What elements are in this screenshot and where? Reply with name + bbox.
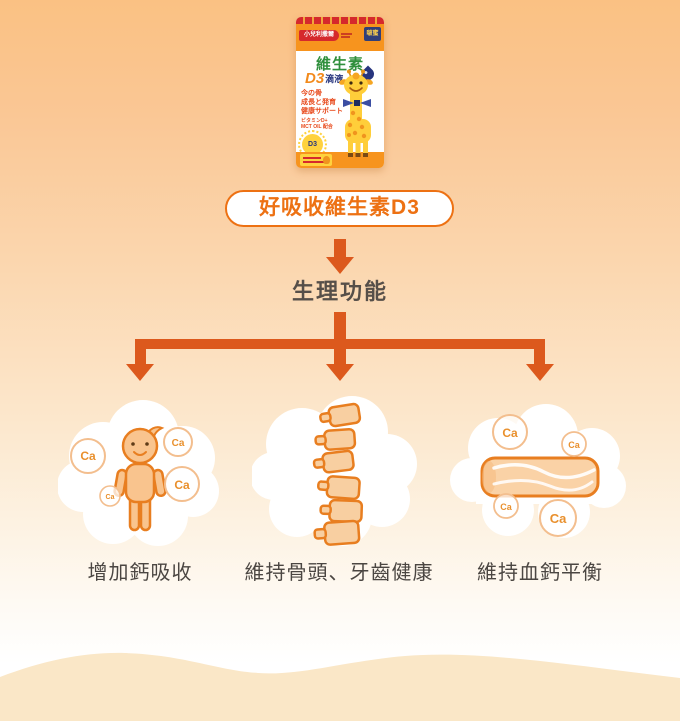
branch-arrow-head-right (526, 364, 554, 381)
giraffe-mascot-icon (339, 69, 373, 157)
feature-label-bones-teeth: 維持骨頭、牙齒健康 (244, 562, 434, 584)
box-sub-claims: ビタミンD+ MCT OIL 配合 (301, 118, 333, 130)
node-physiological-function: 生理功能 (291, 279, 388, 304)
box-title-line1: 維生素 (315, 56, 364, 73)
claim-2: 成長と発育 (301, 99, 336, 106)
feature-label-blood-calcium: 維持血鈣平衡 (477, 562, 603, 584)
claim-1: 今の骨 (301, 90, 322, 97)
feature-cloud-bones-teeth (252, 396, 417, 546)
child-body-icon (113, 426, 167, 532)
yellow-badge (300, 154, 332, 166)
connector-left-drop (135, 339, 146, 366)
arrow-down-shaft (334, 239, 346, 259)
feature-label-calcium-absorption: 增加鈣吸收 (87, 562, 193, 584)
corner-badge: 啵蜜 (364, 27, 381, 41)
connector-stem (334, 312, 346, 342)
box-title-line2: D3滴液 (305, 70, 343, 87)
ca-bubble-label: Ca (500, 502, 512, 512)
ca-bubble-label: Ca (502, 426, 518, 440)
connector-right-drop (534, 339, 545, 366)
box-title-d3: D3 (305, 70, 325, 87)
brand-ribbon: 小兒利撒爾 (299, 30, 339, 41)
spine-icon (312, 402, 364, 546)
box-top-stripe (296, 17, 384, 24)
branch-arrow-head-center (326, 364, 354, 381)
badge-text-line (303, 161, 325, 163)
sub-claim-2: MCT OIL 配合 (301, 124, 333, 130)
ribbon-tail-text (341, 33, 352, 35)
product-box: 小兒利撒爾 啵蜜 維生素 D3滴液 今の骨 成長と発育 健康サポート ビタミンD… (296, 17, 384, 168)
calcium-bubbles: Ca Ca Ca Ca (492, 414, 587, 537)
ca-bubble-label: Ca (106, 494, 115, 501)
badge-text-line (303, 157, 321, 159)
paw-mark-icon (323, 156, 330, 164)
ca-bubble-label: Ca (568, 440, 580, 450)
claim-3: 健康サポート (301, 108, 343, 115)
sub-claim-1: ビタミンD+ (301, 118, 328, 124)
connector-center-drop (334, 339, 346, 366)
bone-icon (480, 456, 600, 498)
calcium-bubbles: Ca Ca Ca Ca (70, 427, 200, 507)
box-title-suffix: 滴液 (325, 74, 344, 84)
feature-cloud-calcium-absorption: Ca Ca Ca Ca (58, 400, 219, 546)
ca-bubble-label: Ca (172, 438, 185, 449)
ca-bubble-label: Ca (80, 449, 96, 463)
ca-bubble-label: Ca (550, 511, 567, 526)
ribbon-tail-text2 (341, 36, 350, 38)
ca-bubble-label: Ca (174, 478, 190, 492)
box-claims: 今の骨 成長と発育 健康サポート (301, 89, 343, 116)
branch-arrow-head-left (126, 364, 154, 381)
headline-pill: 好吸收維生素D3 (225, 190, 454, 227)
child-face (131, 442, 149, 456)
feature-cloud-blood-calcium: Ca Ca Ca Ca (450, 404, 626, 538)
arrow-down-head (326, 257, 354, 274)
bottom-wave-decoration (0, 652, 680, 721)
